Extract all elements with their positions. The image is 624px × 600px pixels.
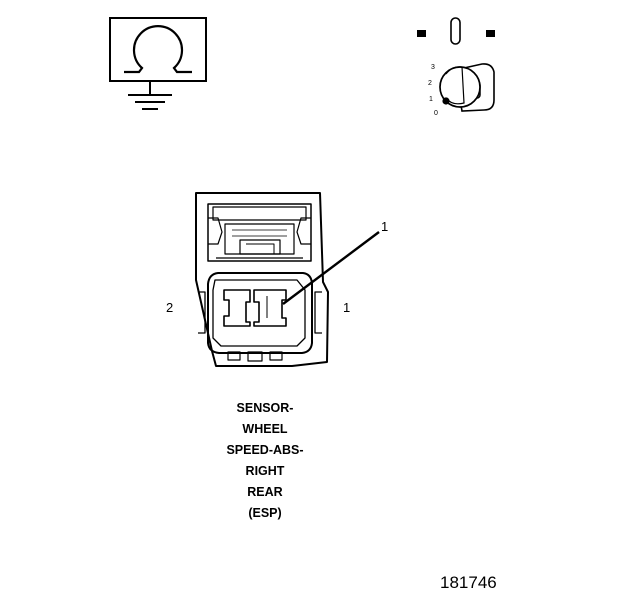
component-label-line: SENSOR- xyxy=(236,401,294,415)
component-label-line: WHEEL xyxy=(242,422,288,436)
component-label: SENSOR- WHEEL SPEED-ABS- RIGHT REAR (ESP… xyxy=(200,398,330,524)
ignition-position-label: 3 xyxy=(431,64,435,71)
component-label-line: REAR xyxy=(247,485,283,499)
ignition-position-label: 0 xyxy=(434,110,438,117)
pin-label-2: 2 xyxy=(166,300,173,315)
ignition-position-label: 1 xyxy=(429,96,433,103)
component-label-line: (ESP) xyxy=(248,506,282,520)
ignition-position-label: 2 xyxy=(428,80,432,87)
component-label-line: RIGHT xyxy=(245,464,285,478)
figure-id: 181746 xyxy=(440,573,497,592)
pin-label-1: 1 xyxy=(343,300,350,315)
ignition-key-icon: 3 2 1 0 xyxy=(417,17,495,117)
component-label-line: SPEED-ABS- xyxy=(226,443,304,457)
connector-face xyxy=(195,192,329,367)
callout-leader xyxy=(282,231,380,305)
callout-label: 1 xyxy=(381,219,388,234)
ground-icon xyxy=(128,81,172,110)
ohm-meter-icon xyxy=(109,17,207,110)
